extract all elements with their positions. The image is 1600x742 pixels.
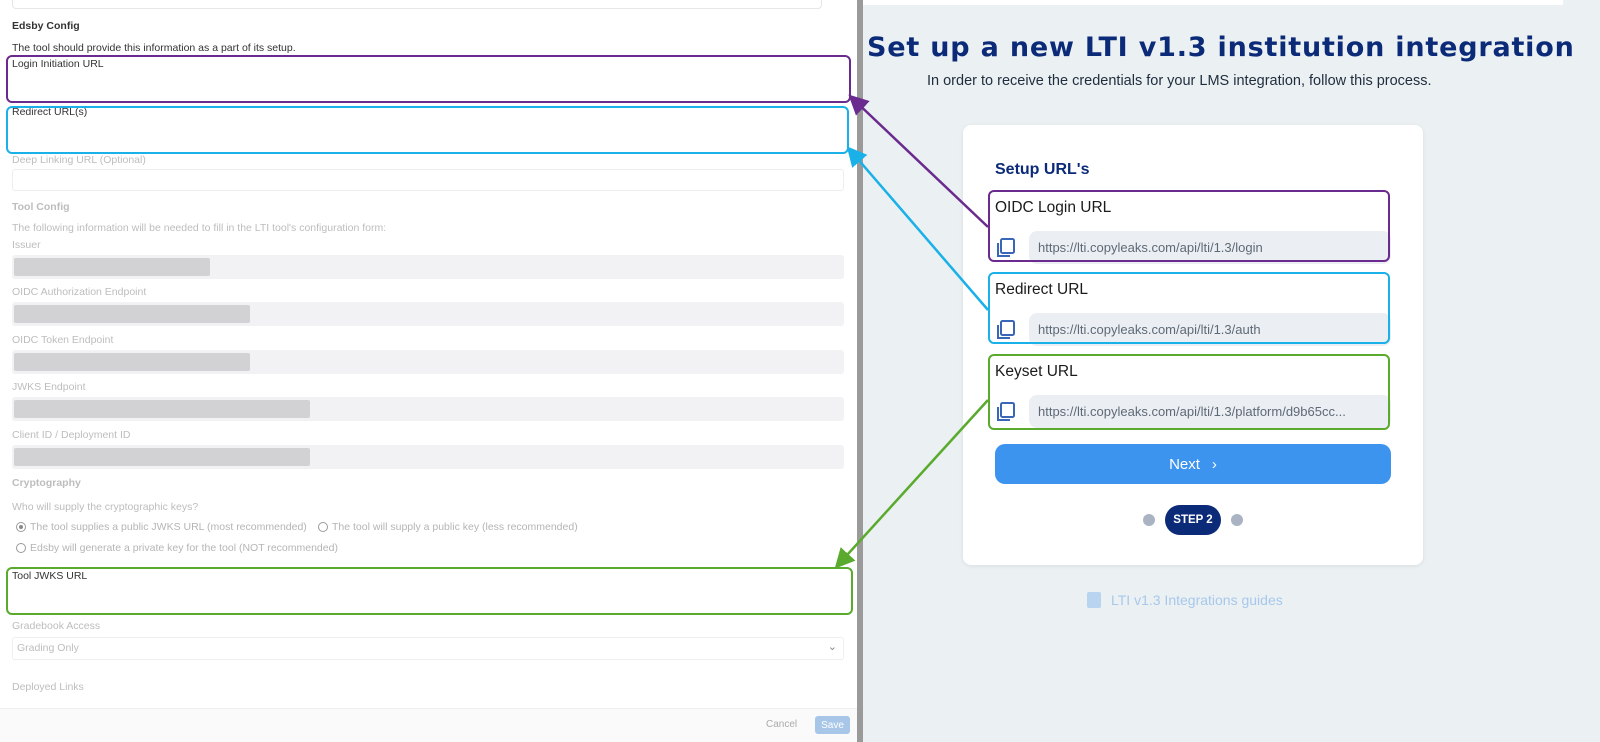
guides-link[interactable]: LTI v1.3 Integrations guides	[1087, 592, 1283, 608]
section-edsby-config: Edsby Config	[12, 20, 80, 32]
form-footer: Cancel Save	[0, 708, 858, 742]
client-id-field	[12, 445, 844, 469]
redirect-url-value[interactable]: https://lti.copyleaks.com/api/lti/1.3/au…	[1029, 313, 1391, 346]
step-current: STEP 2	[1165, 505, 1221, 535]
radio-private-key[interactable]: Edsby will generate a private key for th…	[16, 542, 338, 554]
oidc-login-url-label: OIDC Login URL	[995, 199, 1112, 216]
top-edge	[863, 0, 1563, 5]
card-title: Setup URL's	[995, 161, 1090, 178]
edsby-config-desc: The tool should provide this information…	[12, 42, 296, 54]
next-button[interactable]: Next ›	[995, 444, 1391, 484]
deep-linking-input[interactable]	[12, 169, 844, 191]
section-cryptography: Cryptography	[12, 477, 81, 489]
login-initiation-url-input[interactable]	[12, 74, 844, 96]
setup-urls-card: Setup URL's OIDC Login URL https://lti.c…	[963, 125, 1423, 565]
deployed-links-label: Deployed Links	[12, 681, 84, 693]
oidc-token-field	[12, 350, 844, 374]
guides-link-label: LTI v1.3 Integrations guides	[1111, 592, 1283, 608]
radio-selected-icon	[16, 522, 26, 532]
radio-label: The tool will supply a public key (less …	[332, 521, 578, 533]
gradebook-access-label: Gradebook Access	[12, 620, 101, 632]
radio-label: The tool supplies a public JWKS URL (mos…	[30, 521, 307, 533]
jwks-endpoint-field	[12, 397, 844, 421]
radio-unselected-icon	[318, 522, 328, 532]
crypto-question: Who will supply the cryptographic keys?	[12, 501, 199, 513]
section-tool-config: Tool Config	[12, 201, 70, 213]
login-initiation-url-label: Login Initiation URL	[12, 58, 104, 70]
keyset-url-label: Keyset URL	[995, 363, 1078, 380]
issuer-label: Issuer	[12, 239, 41, 251]
redacted-value	[14, 305, 250, 323]
book-icon	[1087, 592, 1101, 608]
tool-config-desc: The following information will be needed…	[12, 222, 387, 234]
client-id-label: Client ID / Deployment ID	[12, 429, 131, 441]
radio-jwks-url[interactable]: The tool supplies a public JWKS URL (mos…	[16, 521, 307, 533]
keyset-url-value[interactable]: https://lti.copyleaks.com/api/lti/1.3/pl…	[1029, 395, 1391, 428]
edsby-config-panel: Edsby Config The tool should provide thi…	[0, 0, 858, 742]
oidc-login-url-value[interactable]: https://lti.copyleaks.com/api/lti/1.3/lo…	[1029, 231, 1391, 264]
chevron-right-icon: ›	[1211, 455, 1217, 473]
page-title: Set up a new LTI v1.3 institution integr…	[867, 32, 1575, 63]
redirect-url-label: Redirect URL	[995, 281, 1089, 298]
issuer-field	[12, 255, 844, 279]
chevron-down-icon: ⌄	[827, 641, 837, 653]
radio-unselected-icon	[16, 543, 26, 553]
tool-jwks-url-label: Tool JWKS URL	[12, 570, 88, 582]
copy-icon[interactable]	[995, 237, 1017, 259]
next-label: Next	[1169, 455, 1200, 473]
step-dot[interactable]	[1230, 514, 1243, 526]
jwks-endpoint-label: JWKS Endpoint	[12, 381, 86, 393]
top-field-edge	[12, 0, 822, 9]
copyleaks-setup-panel: Set up a new LTI v1.3 institution integr…	[863, 0, 1600, 742]
step-dot[interactable]	[1143, 514, 1156, 526]
cancel-button[interactable]: Cancel	[766, 719, 798, 730]
panel-divider	[857, 0, 863, 742]
redirect-urls-label: Redirect URL(s)	[12, 106, 88, 118]
radio-label: Edsby will generate a private key for th…	[30, 542, 338, 554]
redacted-value	[14, 258, 210, 276]
gradebook-access-value: Grading Only	[17, 642, 79, 654]
deep-linking-label: Deep Linking URL (Optional)	[12, 154, 146, 166]
redacted-value	[14, 353, 250, 371]
page-subtitle: In order to receive the credentials for …	[927, 73, 1432, 89]
oidc-token-label: OIDC Token Endpoint	[12, 334, 114, 346]
stepper: STEP 2	[963, 505, 1423, 535]
oidc-auth-field	[12, 302, 844, 326]
gradebook-access-select[interactable]: Grading Only ⌄	[12, 637, 844, 660]
radio-public-key[interactable]: The tool will supply a public key (less …	[318, 521, 578, 533]
copy-icon[interactable]	[995, 401, 1017, 423]
redacted-value	[14, 448, 310, 466]
save-button[interactable]: Save	[815, 716, 850, 734]
redirect-urls-input[interactable]	[12, 122, 844, 144]
copy-icon[interactable]	[995, 319, 1017, 341]
oidc-auth-label: OIDC Authorization Endpoint	[12, 286, 147, 298]
redacted-value	[14, 400, 310, 418]
tool-jwks-url-input[interactable]	[12, 586, 844, 608]
